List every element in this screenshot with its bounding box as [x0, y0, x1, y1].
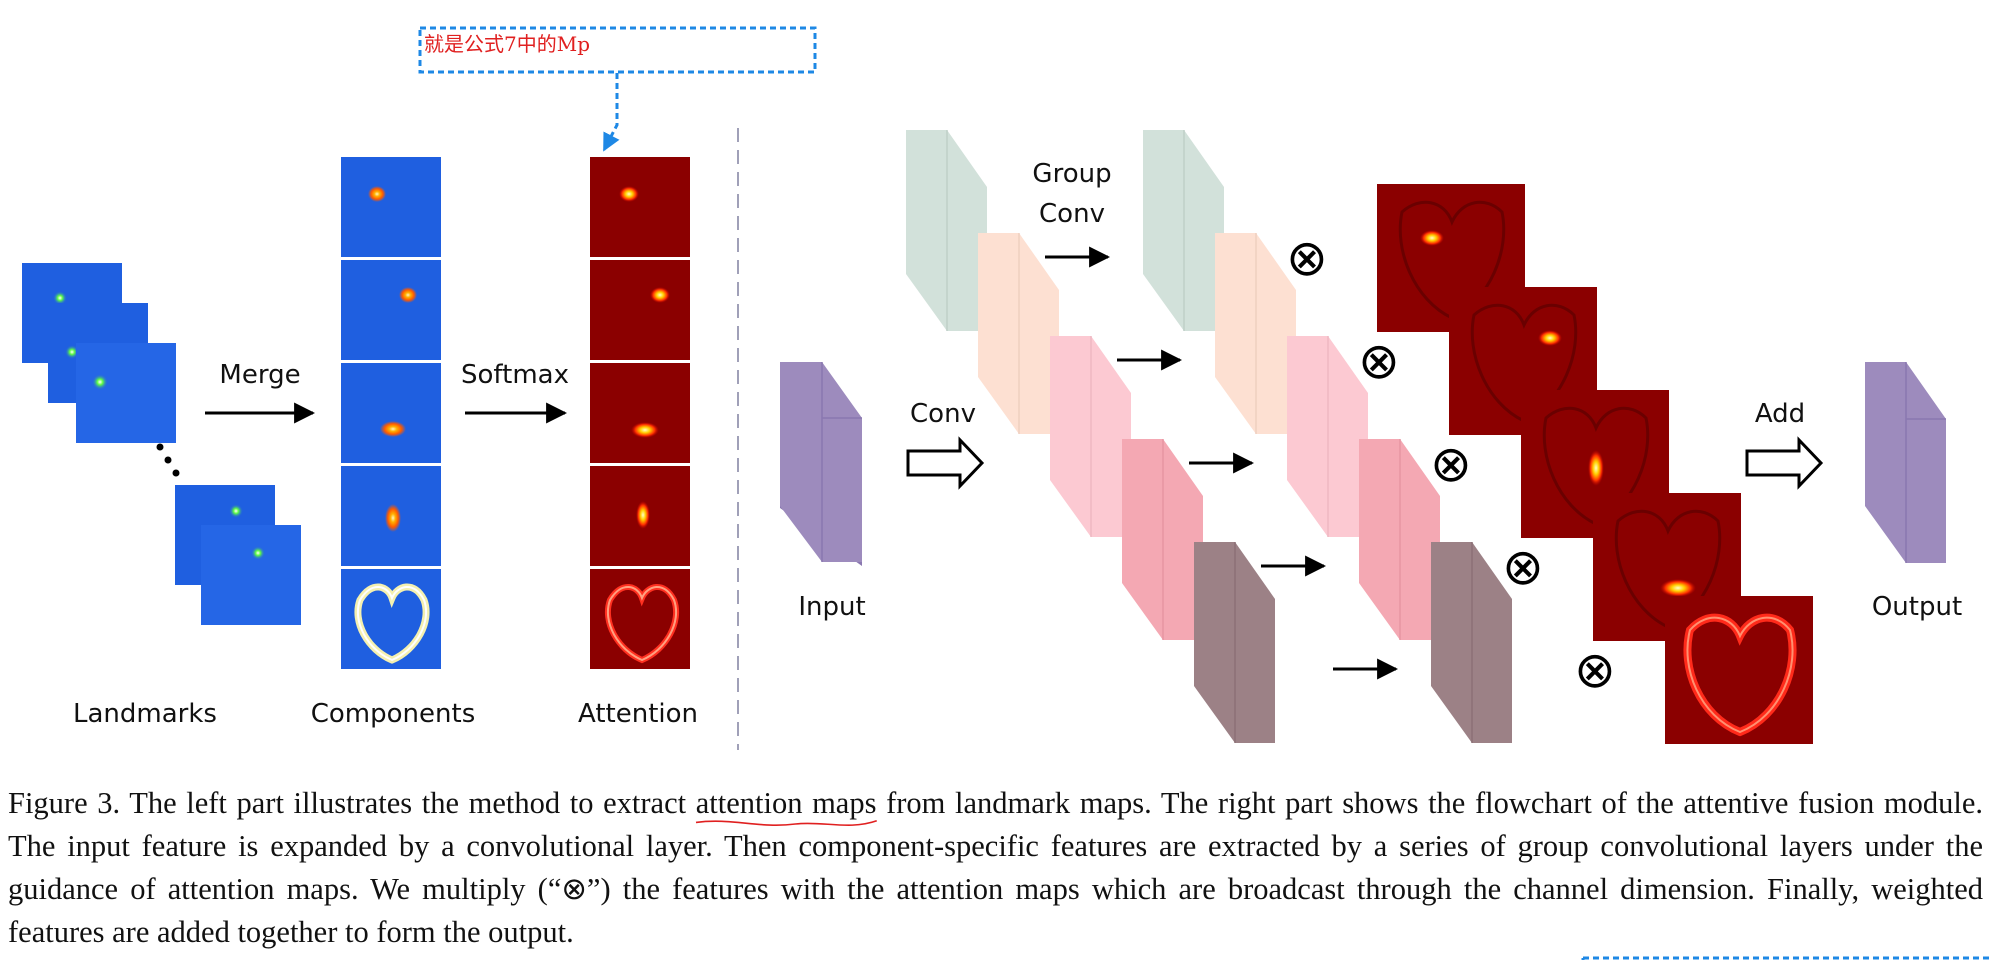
conv-hollow-arrow: [906, 436, 985, 490]
multiply-symbol: ⊗: [1358, 332, 1400, 390]
attention-map: [590, 260, 690, 360]
caption-part-1: Figure 3. The left part illustrates the …: [8, 786, 696, 820]
attention-label: Attention: [578, 699, 698, 729]
caption-underlined-phrase: attention maps: [696, 786, 877, 820]
add-hollow-arrow: [1745, 436, 1824, 490]
attention-maps: [590, 157, 690, 669]
output-label: Output: [1872, 592, 1962, 622]
group-label: Group: [1032, 159, 1111, 189]
component-maps: [341, 157, 441, 669]
merge-label: Merge: [219, 360, 300, 390]
components-label: Components: [311, 699, 476, 729]
ellipsis-dot: [164, 456, 172, 464]
stacked-attention-maps: [1377, 184, 1813, 744]
figure-diagram: 就是公式7中的Mp Merge Softmax: [22, 26, 1962, 750]
component-map: [341, 157, 441, 257]
input-feature-block: [780, 362, 862, 566]
input-label: Input: [798, 592, 865, 622]
figure-caption: Figure 3. The left part illustrates the …: [8, 782, 1983, 954]
ellipsis-dot: [156, 443, 164, 451]
softmax-label: Softmax: [461, 360, 569, 390]
caption-part-2: from landmark maps. The right part shows…: [8, 786, 1983, 949]
attention-map: [590, 363, 690, 463]
multiply-symbol: ⊗: [1502, 538, 1544, 596]
landmark-map: [201, 525, 301, 625]
output-feature-block: [1865, 362, 1946, 563]
landmark-maps: [22, 263, 301, 625]
add-label: Add: [1755, 399, 1805, 429]
group-conv-label: Conv: [1039, 199, 1105, 229]
annotation-box-fragment: [1581, 956, 1991, 960]
ellipsis-dot: [172, 469, 180, 477]
component-map: [341, 363, 441, 463]
attention-map: [590, 157, 690, 257]
conv-feature-blocks: [906, 130, 1275, 743]
landmark-map: [76, 343, 176, 443]
group-conv-feature-blocks: [1143, 130, 1512, 743]
multiply-symbol: ⊗: [1430, 435, 1472, 493]
landmarks-label: Landmarks: [73, 699, 217, 729]
caption-underlined-text: attention maps: [695, 786, 877, 820]
annotation-box: [418, 26, 817, 74]
red-underline: [696, 816, 877, 832]
multiply-symbol: ⊗: [1286, 229, 1328, 287]
component-map: [341, 260, 441, 360]
multiply-symbol: ⊗: [1574, 641, 1616, 699]
annotation-arrow: [602, 73, 620, 152]
conv-label: Conv: [910, 399, 976, 429]
annotation-note: 就是公式7中的Mp: [424, 32, 590, 56]
